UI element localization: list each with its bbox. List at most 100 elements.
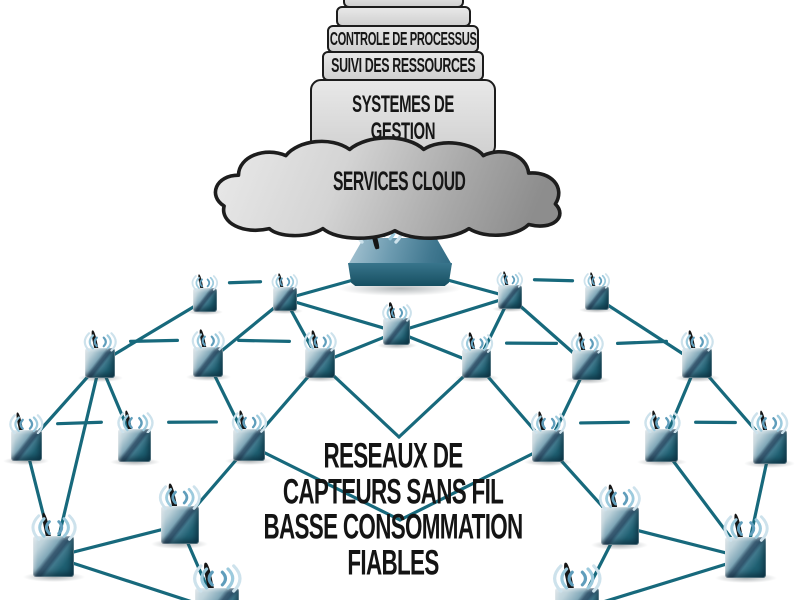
sensor-node-n19 <box>170 561 265 600</box>
sensor-node-n16 <box>733 409 800 469</box>
signal-arcs-icon <box>303 331 337 352</box>
signal-arcs-icon <box>530 412 566 434</box>
sensor-box <box>160 505 199 544</box>
signal-arcs-icon <box>552 564 602 593</box>
signal-arcs-icon <box>723 515 769 543</box>
node-shadow <box>2 457 50 466</box>
link <box>247 443 402 522</box>
signal-arcs-icon <box>460 334 493 353</box>
sensor-box <box>272 286 297 311</box>
stack-layer <box>335 6 471 27</box>
link <box>604 556 748 600</box>
sensor-node-n18 <box>139 483 221 549</box>
link <box>398 444 550 522</box>
sensor-node-n21 <box>702 512 790 584</box>
gateway-top-face <box>348 238 452 265</box>
sensor-node-n11 <box>0 411 59 466</box>
sensor-node-n13 <box>215 409 284 465</box>
sensor-box <box>118 429 152 463</box>
link <box>395 295 512 334</box>
sensor-box <box>33 536 75 578</box>
signal-arcs-icon <box>31 514 77 542</box>
link <box>98 298 207 365</box>
signal-arcs-icon <box>643 411 681 434</box>
link <box>595 296 699 365</box>
slogan-line: BASSE CONSOMMATION <box>263 506 523 547</box>
node-shadow <box>110 457 160 467</box>
signal-arcs-icon <box>583 273 611 289</box>
signal-arcs-icon <box>382 304 412 322</box>
sensor-node-n6 <box>176 329 241 381</box>
cloud-label: SERVICES CLOUD <box>332 166 466 196</box>
sensor-box <box>572 349 602 380</box>
node-shadow <box>376 341 418 349</box>
signal-arcs-icon <box>271 274 299 290</box>
sensor-box <box>497 284 522 309</box>
sensor-node-n15 <box>627 409 698 467</box>
signal-arcs-icon <box>680 331 714 352</box>
link <box>129 338 179 343</box>
gateway-node <box>338 214 462 296</box>
services-cloud: SERVICES CLOUD <box>203 134 595 241</box>
link <box>237 338 291 343</box>
sensor-box <box>305 347 335 378</box>
sensor-box <box>193 346 223 377</box>
signal-arcs-icon <box>751 411 789 434</box>
slogan-line: CAPTEURS SANS FIL <box>282 471 504 511</box>
sensor-node-n12 <box>100 409 171 467</box>
gateway-front-face <box>348 263 452 286</box>
signal-arcs-icon <box>192 564 242 593</box>
sensor-box <box>194 587 239 600</box>
sensor-box <box>531 429 564 462</box>
link <box>618 524 748 560</box>
signal-arcs-icon <box>231 411 267 433</box>
node-shadow <box>637 457 687 467</box>
sensor-box <box>192 287 217 312</box>
link <box>532 278 575 283</box>
sensor-box <box>383 318 411 346</box>
signal-arcs-icon <box>599 486 641 512</box>
sensor-node-n2 <box>259 272 311 314</box>
signal-arcs-icon <box>191 275 219 291</box>
stack-layer-label: SUIVI DES RESSOURCES <box>330 54 476 77</box>
sensor-node-n14 <box>514 410 583 466</box>
sensor-node-n8 <box>446 332 508 382</box>
sensor-box <box>752 429 787 464</box>
sensor-node-n1 <box>179 273 231 315</box>
link <box>52 523 182 559</box>
sensor-box <box>232 428 265 461</box>
signal-arcs-icon <box>83 331 117 352</box>
cloud-shape <box>213 136 562 240</box>
link <box>283 297 399 334</box>
node-shadow <box>455 374 499 382</box>
sensor-box <box>725 537 767 579</box>
sensor-node-n9 <box>555 332 620 384</box>
stack-layer: CONTROLE DE PROCESSUS <box>327 25 479 53</box>
management-stack: CONTROLE DE PROCESSUS SUIVI DES RESSOURCE… <box>310 0 496 157</box>
sensor-node-n3 <box>484 270 536 312</box>
sensor-box <box>554 587 599 600</box>
signal-arcs-icon <box>496 272 524 288</box>
signal-arcs-icon <box>8 413 44 434</box>
node-shadow <box>23 571 85 583</box>
stack-layer: SUIVI DES RESSOURCES <box>322 51 484 81</box>
sensor-node-n7 <box>288 330 353 382</box>
sensor-box <box>645 429 679 463</box>
stack-layer-label: SYSTEMES DE <box>352 91 454 118</box>
sensor-node-n17 <box>10 511 98 583</box>
stack-layer-label: CONTROLE DE PROCESSUS <box>329 28 477 49</box>
sensor-box <box>584 285 609 310</box>
sensor-node-n10 <box>665 330 730 382</box>
link <box>56 420 103 426</box>
link <box>52 555 192 600</box>
sensor-node-n4 <box>571 271 623 313</box>
signal-arcs-icon <box>191 330 225 351</box>
signal-arcs-icon <box>570 333 604 354</box>
link <box>615 339 669 345</box>
sensor-box <box>85 347 115 378</box>
sensor-box <box>462 349 492 379</box>
sensor-node-n20 <box>579 484 661 550</box>
link <box>579 420 630 425</box>
signal-arcs-icon <box>159 485 201 511</box>
